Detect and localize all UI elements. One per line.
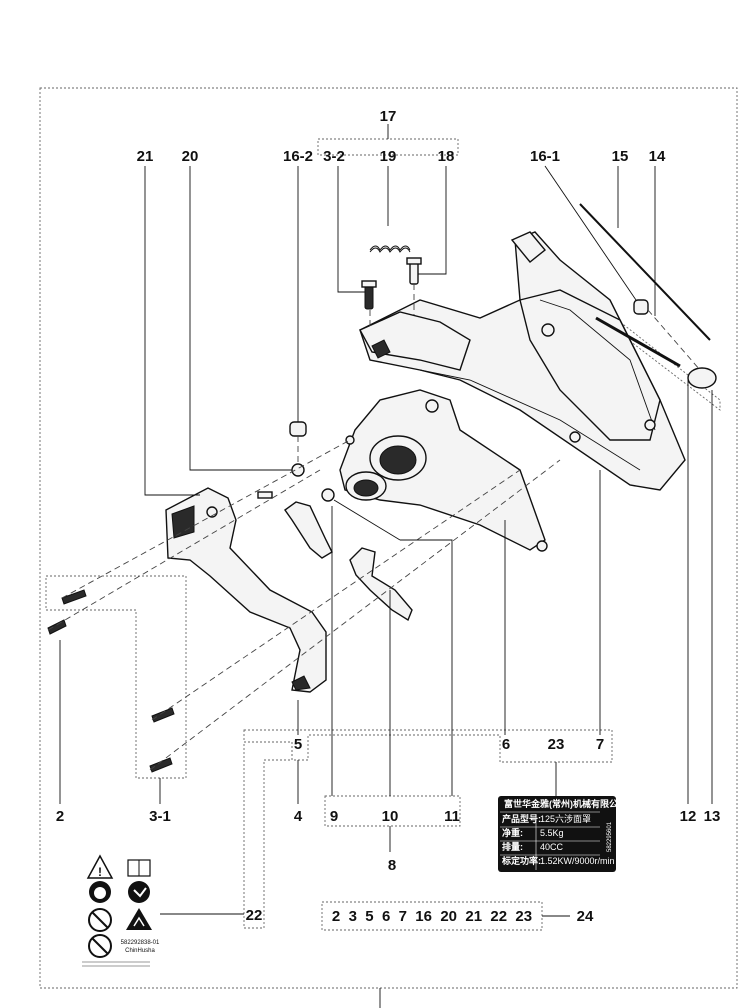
- callout-18: 18: [438, 148, 455, 165]
- crankcase-housing: [359, 231, 686, 491]
- screw-3-1-b: [149, 757, 173, 773]
- rod-11: [333, 499, 401, 541]
- svg-text:1.52KW/9000r/min: 1.52KW/9000r/min: [540, 856, 615, 866]
- callout-22: 22: [246, 907, 263, 924]
- callout-16-1: 16-1: [530, 148, 560, 165]
- kit-list: 2 3 5 6 7 16 20 21 22 23: [332, 908, 532, 925]
- o-ring-9: [321, 488, 335, 502]
- screw-18: [406, 257, 422, 285]
- callout-14: 14: [649, 148, 666, 165]
- screw-2-a: [61, 589, 87, 605]
- svg-text:582295601: 582295601: [607, 821, 613, 852]
- screw-3-1-a: [151, 707, 175, 723]
- group-box-2-3-1: [45, 575, 187, 779]
- clutch-cover: [339, 389, 548, 552]
- diagram-frame: [39, 87, 738, 989]
- callout-23: 23: [548, 736, 565, 753]
- callout-7: 7: [596, 736, 604, 753]
- svg-text:标定功率:: 标定功率:: [501, 855, 541, 866]
- bushing-16-2: [289, 421, 307, 437]
- callout-10: 10: [382, 808, 399, 825]
- callout-24: 24: [577, 908, 594, 925]
- callout-3-1: 3-1: [149, 808, 171, 825]
- svg-text:40CC: 40CC: [540, 842, 564, 852]
- svg-text:净重:: 净重:: [502, 827, 523, 838]
- warning-triangle-icon: !: [86, 854, 114, 879]
- manual-book-icon: [127, 859, 151, 877]
- svg-text:富世华金雅(常州)机械有限公司: 富世华金雅(常州)机械有限公司: [504, 798, 627, 809]
- glove-protection-icon: [128, 881, 150, 903]
- screw-2-b: [47, 619, 67, 635]
- svg-text:产品型号:: 产品型号:: [502, 813, 541, 824]
- rod-15: [579, 203, 711, 341]
- callout-4: 4: [294, 808, 303, 825]
- svg-text:!: !: [98, 865, 102, 879]
- callout-17: 17: [380, 108, 397, 125]
- spring-19: [369, 245, 411, 253]
- leader-lines: [59, 124, 713, 917]
- screw-3-2: [361, 280, 377, 310]
- sticker-brand: ChinHusha: [125, 948, 155, 954]
- callout-5: 5: [294, 736, 302, 753]
- group-box-8: [324, 795, 461, 827]
- callout-9: 9: [330, 808, 338, 825]
- warning-sticker: ! 582292838-01 ChinHusha: [82, 854, 160, 967]
- callout-2: 2: [56, 808, 64, 825]
- assembly-guides: [47, 284, 701, 771]
- callout-3-2: 3-2: [323, 148, 345, 165]
- no-one-hand-icon: [88, 908, 112, 932]
- svg-text:125六涉面罩: 125六涉面罩: [540, 813, 591, 824]
- callout-6: 6: [502, 736, 510, 753]
- product-label: 富世华金雅(常州)机械有限公司 产品型号: 125六涉面罩 净重: 5.5Kg …: [498, 796, 627, 872]
- bushing-16-1: [633, 299, 649, 315]
- callout-16-2: 16-2: [283, 148, 313, 165]
- svg-text:5.5Kg: 5.5Kg: [540, 828, 564, 838]
- callout-21: 21: [137, 148, 154, 165]
- brake-lever: [349, 547, 413, 622]
- callout-20: 20: [182, 148, 199, 165]
- group-box-22: [243, 741, 293, 929]
- callout-labels: 17 21 20 16-2 3-2 19 18 16-1 15 14 5 6 2…: [56, 108, 721, 925]
- callout-12: 12: [680, 808, 697, 825]
- callout-19: 19: [380, 148, 397, 165]
- callout-11: 11: [444, 808, 460, 825]
- rod-14: [595, 316, 681, 368]
- clip-part: [284, 501, 333, 559]
- callout-8: 8: [388, 857, 396, 874]
- svg-text:排量:: 排量:: [502, 841, 523, 852]
- callout-15: 15: [612, 148, 629, 165]
- kickback-warning-icon: [126, 908, 152, 930]
- helmet-protection-icon: [89, 881, 111, 903]
- callout-13: 13: [704, 808, 721, 825]
- no-fire-icon: [88, 934, 112, 958]
- screw-20: [257, 491, 273, 499]
- upper-bracket: [359, 311, 471, 371]
- sticker-code: 582292838-01: [121, 940, 160, 946]
- nut-13: [687, 367, 717, 389]
